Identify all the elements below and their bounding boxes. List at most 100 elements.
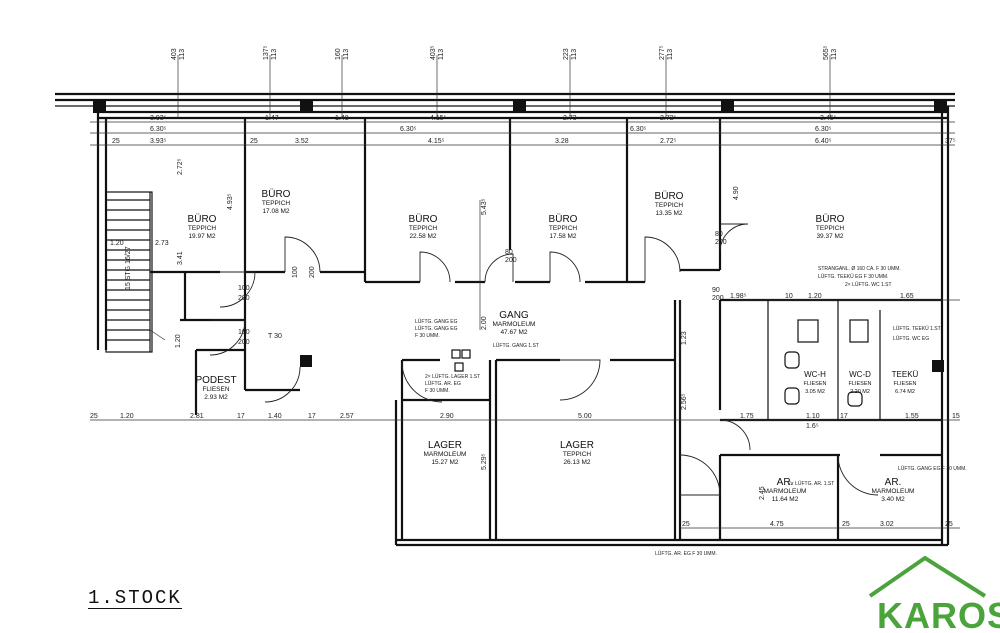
dim-label: 403⁵ <box>430 45 437 60</box>
room-wc-h: WC-H FLIESEN 3.05 M2 <box>804 370 827 395</box>
dim-label: 113 <box>571 49 578 60</box>
dim-label: 1.6⁵ <box>806 423 819 430</box>
room-floor: MARMOLEUM <box>872 488 915 495</box>
room-name: BÜRO <box>655 190 684 202</box>
dim-label: 1.20 <box>808 293 822 300</box>
note-text: LÜFTG. AR. EG <box>425 380 461 387</box>
wc-dims: 1.98⁵ 1.20 1.65 10 1.6⁵ <box>730 293 914 430</box>
dim-label: 1.48 <box>335 115 349 122</box>
room-floor: MARMOLEUM <box>493 321 536 328</box>
room-podest: PODEST FLIESEN 2.93 M2 <box>195 375 236 401</box>
room-name: LAGER <box>560 440 594 451</box>
dim-label: 1.40 <box>268 413 282 420</box>
dim-label: 2.72⁵ <box>660 115 677 122</box>
note-text: LÜFTG. WC EG <box>893 335 929 342</box>
note-text: 2× LÜFTG. LAGER 1.ST <box>425 373 480 380</box>
room-gang: GANG MARMOLEUM 47.67 M2 <box>493 310 536 336</box>
note-text: F 30 UMM. <box>425 388 450 394</box>
dim-label: 2.56⁵ <box>681 393 688 410</box>
dim-label: 2.57 <box>340 413 354 420</box>
dimension-lines <box>90 55 960 529</box>
floor-label: 1.STOCK <box>88 587 182 609</box>
dim-label: 17 <box>237 413 245 420</box>
room-buero-4: BÜRO TEPPICH 17.58 M2 <box>549 213 578 240</box>
dim-label: 2.45 <box>759 486 766 500</box>
door-width: 90 <box>712 287 720 294</box>
room-floor: TEPPICH <box>655 202 683 209</box>
dim-label: 2.73 <box>563 115 577 122</box>
door-width: 100 <box>292 266 299 278</box>
room-floor: TEPPICH <box>563 451 591 458</box>
room-buero-3: BÜRO TEPPICH 22.58 M2 <box>409 213 438 240</box>
dim-label: 113 <box>343 49 350 60</box>
stair-label: 15 STG 16/27 <box>125 246 132 290</box>
dim-label: 1.75 <box>740 413 754 420</box>
dim-label: 1.20 <box>110 240 124 247</box>
doors <box>209 223 879 496</box>
room-floor: FLIESEN <box>804 381 827 387</box>
dim-label: 25 <box>682 521 690 528</box>
dim-label: 2.73 <box>155 240 169 247</box>
door-height: 200 <box>238 295 250 302</box>
dim-label: 2.81 <box>190 413 204 420</box>
room-wc-d: WC-D FLIESEN 2.20 M2 <box>849 370 872 395</box>
karos-logo: KAROS <box>868 555 1000 633</box>
room-area: 6.74 M2 <box>895 389 915 395</box>
exterior-walls <box>55 92 955 547</box>
room-area: 15.27 M2 <box>431 459 458 466</box>
house-roof-icon <box>868 555 987 598</box>
room-area: 11.64 M2 <box>772 496 799 503</box>
room-name: BÜRO <box>262 188 291 200</box>
room-name: GANG <box>499 310 529 321</box>
dim-label: 1.55 <box>905 413 919 420</box>
dim-label: 3.93⁵ <box>150 115 167 122</box>
room-name: AR. <box>885 477 902 488</box>
lower-dims: 25 4.75 25 3.02 25 <box>682 521 953 528</box>
dim-label: 1.23 <box>681 331 688 345</box>
dim-label: 5.00 <box>578 413 592 420</box>
top-vertical-dims: 403 113 137⁵ 113 160 113 403⁵ 113 223 11… <box>171 45 838 60</box>
room-teekue: TEEKÜ FLIESEN 6.74 M2 <box>892 370 919 395</box>
room-area: 39.37 M2 <box>816 233 843 240</box>
dim-label: 17 <box>308 413 316 420</box>
note-text: LÜFTG. TEEKÜ EG F 30 UMM. <box>818 273 888 280</box>
dim-label: 3.93⁵ <box>150 138 167 145</box>
dim-label: 4.93⁵ <box>227 193 234 210</box>
dim-label: 1.65 <box>900 293 914 300</box>
dim-label: 25 <box>90 413 98 420</box>
dim-label: 1.10 <box>806 413 820 420</box>
room-area: 3.05 M2 <box>805 389 825 395</box>
dim-label: 1.47 <box>265 115 279 122</box>
note-text: 2× LÜFTG. AR. 1.ST <box>788 480 834 487</box>
dim-label: 25 <box>112 138 120 145</box>
room-buero-5: BÜRO TEPPICH 13.35 M2 <box>655 190 684 217</box>
room-lager-1: LAGER MARMOLEUM 15.27 M2 <box>424 440 467 466</box>
dim-label: 4.90 <box>733 186 740 200</box>
door-height: 200 <box>712 295 724 302</box>
room-area: 13.35 M2 <box>655 210 682 217</box>
dim-label: 113 <box>271 49 278 60</box>
dim-label: 113 <box>179 49 186 60</box>
columns <box>93 100 947 372</box>
dim-label: 3.28 <box>555 138 569 145</box>
note-text: LÜFTG. TEEKÜ 1.ST <box>893 325 941 332</box>
staircase <box>105 191 166 353</box>
room-name: WC-D <box>849 370 871 379</box>
dim-label: 565⁵ <box>823 45 830 60</box>
dim-label: 277⁵ <box>659 45 666 60</box>
room-floor: FLIESEN <box>849 381 872 387</box>
room-name: TEEKÜ <box>892 370 919 379</box>
room-area: 22.58 M2 <box>409 233 436 240</box>
dim-label: 5.29⁵ <box>481 453 488 470</box>
logo-text: KAROS <box>877 595 1000 633</box>
dim-label: 6.40⁵ <box>815 138 832 145</box>
dim-label: 1.98⁵ <box>730 293 747 300</box>
vertical-dims: 2.72⁵ 4.93⁵ 5.43⁵ 4.90 3.41 1.20 2.00 1.… <box>155 158 766 500</box>
middle-dims: 25 1.20 2.81 17 1.40 17 2.57 2.90 5.00 1… <box>90 413 960 420</box>
room-buero-6: BÜRO TEPPICH 39.37 M2 <box>816 213 845 240</box>
note-text: LÜFTG. GANG 1.ST <box>493 342 539 349</box>
t30-label: T 30 <box>268 333 282 340</box>
room-name: BÜRO <box>816 213 845 225</box>
dim-label: 113 <box>667 49 674 60</box>
dim-label: 2.72⁵ <box>660 138 677 145</box>
